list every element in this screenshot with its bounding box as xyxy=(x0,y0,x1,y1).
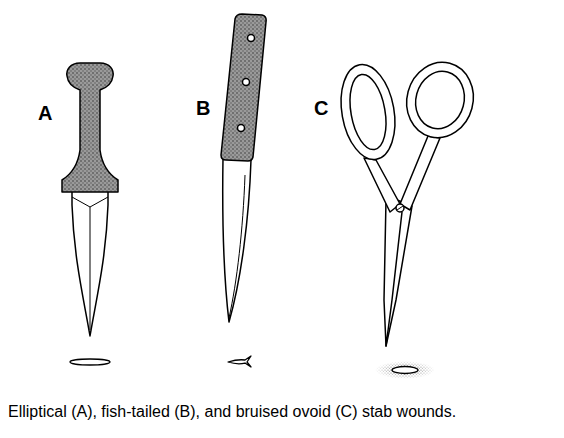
figure-caption: Elliptical (A), fish-tailed (B), and bru… xyxy=(8,402,456,421)
elliptical-wound xyxy=(70,359,110,365)
figure-letter: C xyxy=(314,98,328,118)
scissors-ring-hole xyxy=(345,72,392,153)
knife xyxy=(221,14,266,322)
knife-edge xyxy=(229,175,245,318)
knife-rivet xyxy=(238,125,245,132)
fish-tailed-wound xyxy=(228,356,251,367)
figure-letter: B xyxy=(196,98,210,118)
scissors xyxy=(334,55,482,346)
scissors-shank xyxy=(400,136,440,210)
knife-blade xyxy=(223,158,251,322)
bruised-ovoid-wound xyxy=(375,361,435,379)
dagger-handle xyxy=(62,63,118,192)
knife-rivet xyxy=(243,79,250,86)
scissors-ring xyxy=(398,55,481,145)
figure-letter: A xyxy=(38,103,52,123)
scissors-pivot-slot xyxy=(397,206,403,210)
scissors-shank xyxy=(364,158,400,212)
dagger xyxy=(62,63,118,336)
dagger-blade xyxy=(72,190,108,336)
scissors-blade xyxy=(384,200,402,346)
scissors-ring-hole xyxy=(409,66,470,134)
scissors-ring xyxy=(334,60,402,164)
scissors-pivot xyxy=(396,204,404,212)
knife-handle xyxy=(221,14,266,161)
knife-rivet xyxy=(248,35,255,42)
dagger-ridge xyxy=(72,197,108,330)
